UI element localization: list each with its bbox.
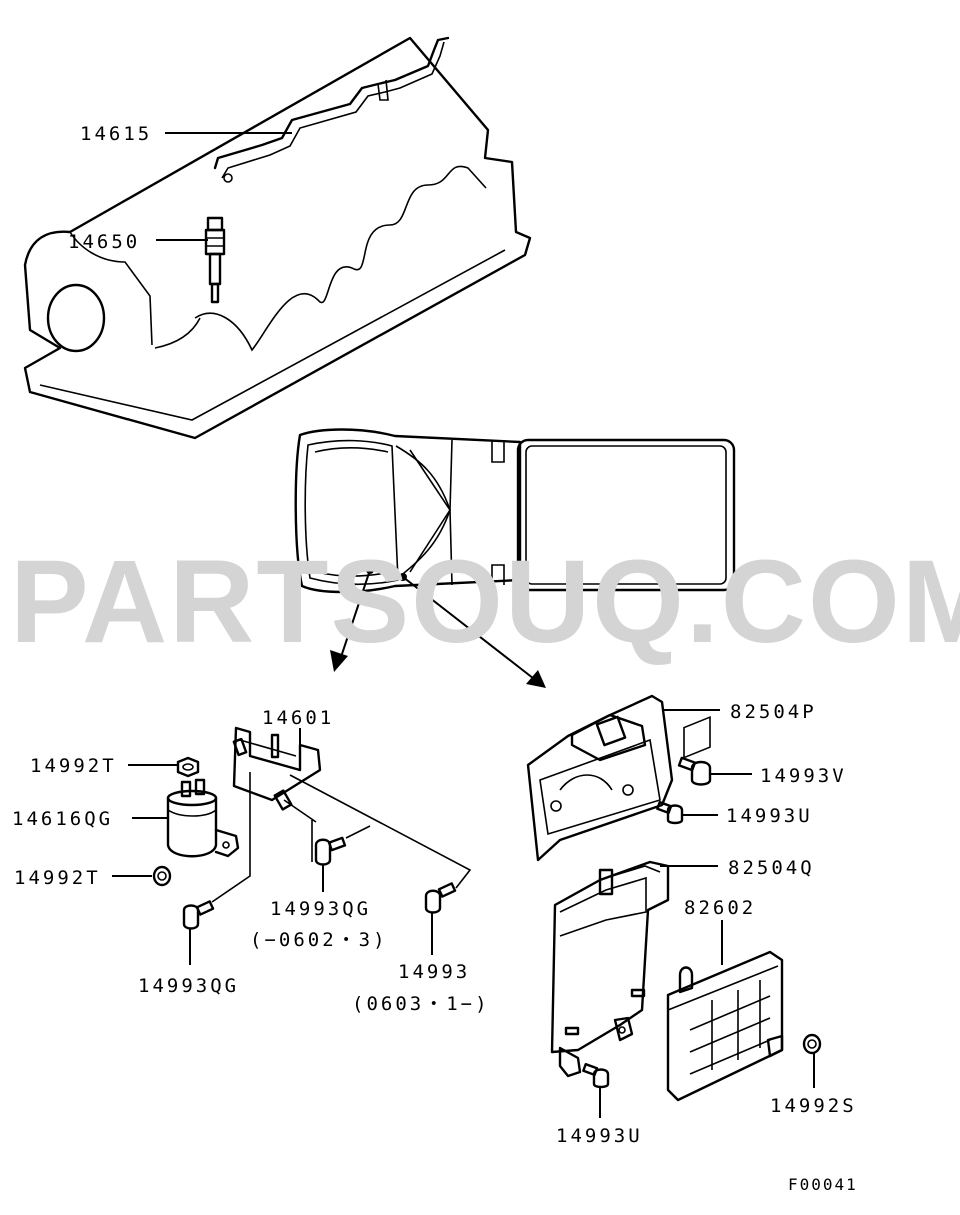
callout-14993-range: (0603・1−): [352, 993, 490, 1015]
callout-14993U-bottom: 14993U: [556, 1125, 643, 1147]
callout-82504Q: 82504Q: [728, 857, 815, 879]
glow-plug: [204, 216, 226, 304]
callout-14993QG-range: (−0602・3): [250, 929, 388, 951]
callout-14616QG: 14616QG: [12, 808, 113, 830]
callout-14992T-bottom: 14992T: [14, 867, 101, 889]
callout-14601: 14601: [262, 707, 334, 729]
glow-relay-assembly: [152, 726, 472, 930]
callout-14993U-top: 14993U: [726, 805, 813, 827]
callout-14650: 14650: [68, 231, 140, 253]
callout-14993QG-low: 14993QG: [138, 975, 239, 997]
watermark-text: PARTSOUQ.COM: [10, 536, 960, 668]
callout-14992S: 14992S: [770, 1095, 857, 1117]
fuel-injection-pipe: [213, 36, 450, 183]
callout-82504P: 82504P: [730, 701, 817, 723]
engine-cylinder-head: [23, 36, 532, 440]
callout-14993V: 14993V: [760, 765, 847, 787]
callout-14993QG-mid: 14993QG: [270, 898, 371, 920]
callout-82602: 82602: [684, 897, 756, 919]
ecu-cover-82504P: [526, 694, 674, 862]
callout-14615: 14615: [80, 123, 152, 145]
callout-labels: 14615 14650 14601 14992T 14616QG 14992T …: [12, 123, 857, 1147]
figure-code: F00041: [788, 1175, 858, 1194]
location-arrows: [330, 566, 546, 688]
vehicle-top-view: [294, 428, 736, 594]
leader-lines: [112, 132, 815, 1118]
ecu-bracket-82504Q: [550, 860, 670, 1078]
callout-14992T-top: 14992T: [30, 755, 117, 777]
ecu-bolts: [582, 756, 712, 1089]
ecu-unit-82602: [666, 716, 822, 1102]
callout-14993: 14993: [398, 961, 470, 983]
